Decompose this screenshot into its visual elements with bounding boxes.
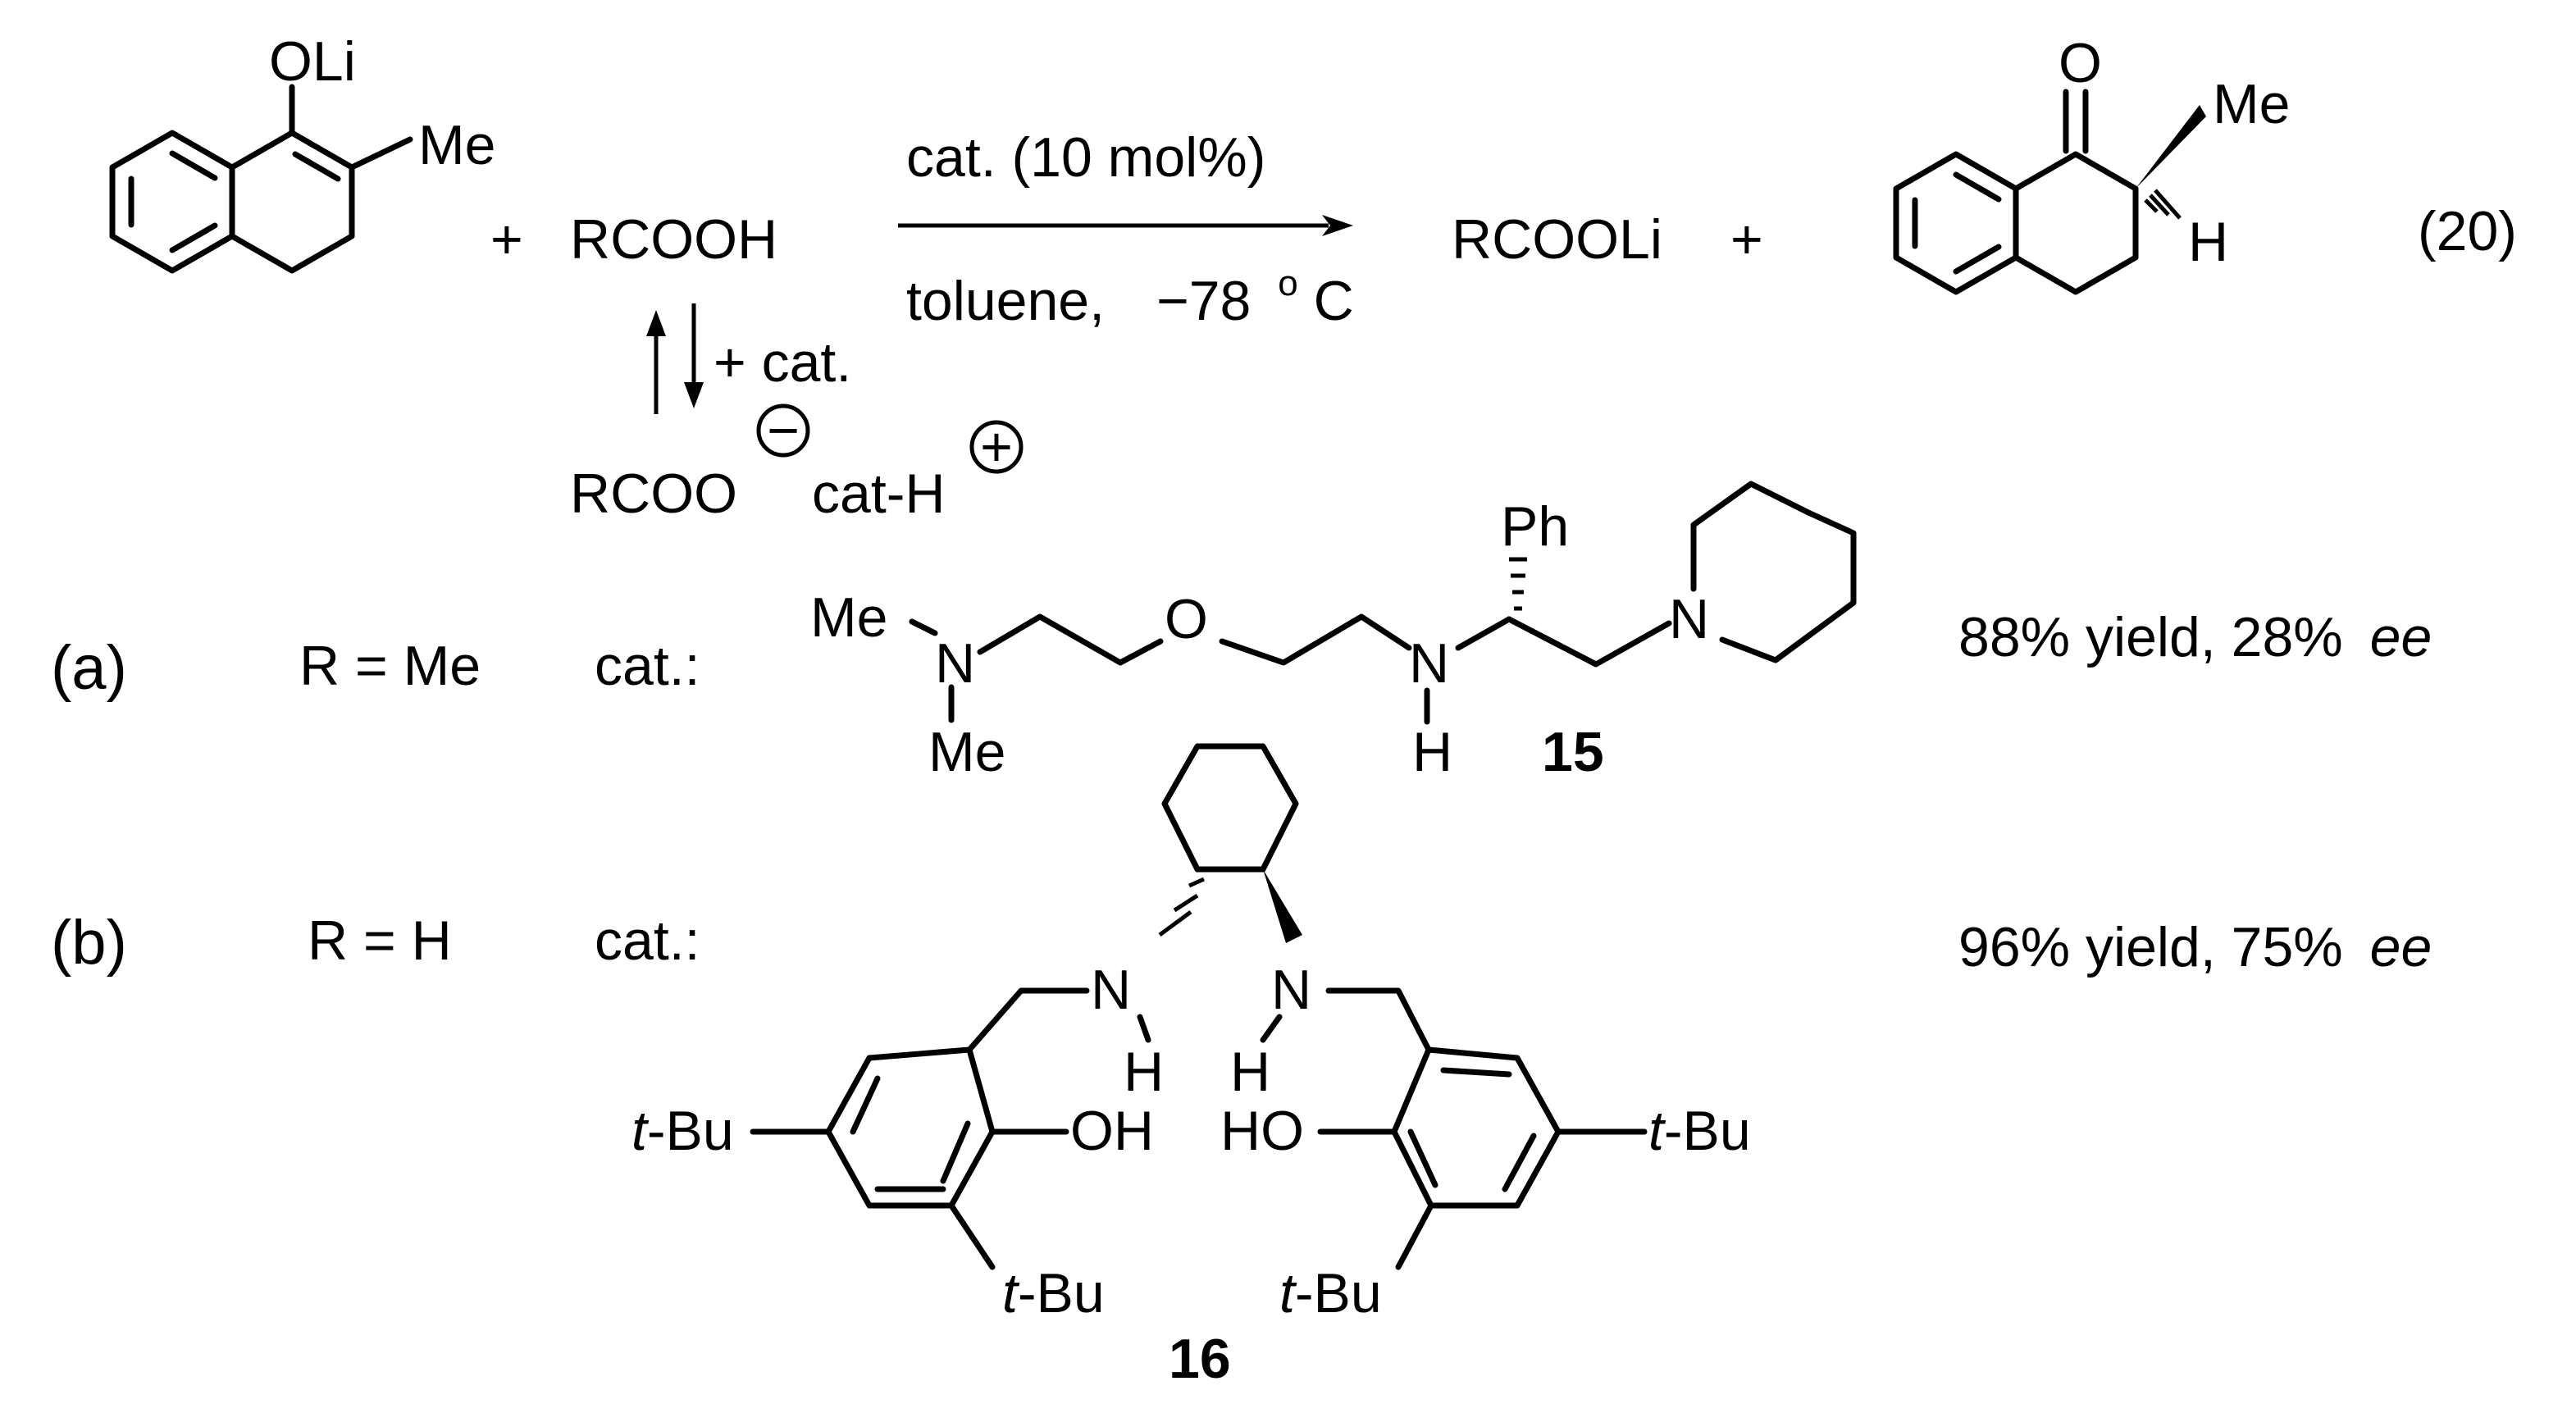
ion-pair-cation: cat-H: [812, 463, 945, 525]
acid-label: RCOOH: [570, 208, 777, 271]
plus-sign-1: +: [490, 208, 523, 271]
product-me-label: Me: [2213, 73, 2290, 135]
product-carbonyl-o: O: [2059, 32, 2102, 94]
substrate-lithium-enolate: OLi Me: [109, 30, 495, 274]
entry-a: (a) R = Me cat.: 88% yield, 28% ee Me N …: [51, 481, 2432, 783]
cat16-n-left: N: [1091, 959, 1131, 1021]
equation-number: (20): [2418, 200, 2517, 262]
product-h-label: H: [2188, 211, 2228, 273]
cat15-n-piperidine: N: [1669, 588, 1709, 650]
cat16-n-right: N: [1271, 959, 1311, 1021]
catalyst-16-number: 16: [1169, 1328, 1231, 1390]
equilibrium-arrows: [646, 303, 704, 414]
cat16-tbu-right-ortho: t-Bu: [1279, 1262, 1382, 1324]
minus-charge: −: [767, 399, 800, 462]
cat16-ho-right: HO: [1220, 1100, 1304, 1162]
reaction-arrow: [898, 215, 1353, 236]
cat16-h-left: H: [1124, 1041, 1164, 1103]
plus-charge: +: [980, 416, 1013, 478]
entry-a-label: (a): [51, 633, 127, 703]
cat15-ether-o: O: [1165, 588, 1208, 650]
cat16-tbu-right-para: t-Bu: [1648, 1100, 1751, 1162]
product-tetralone: O Me H: [1893, 32, 2290, 295]
entry-a-cat-label: cat.:: [595, 635, 700, 697]
catalyst-15-number: 15: [1542, 721, 1604, 783]
cat15-ph-label: Ph: [1501, 495, 1569, 558]
entry-b-label: (b): [51, 908, 127, 978]
cat15-nh-h: H: [1412, 721, 1452, 783]
equilibrium-label: + cat.: [714, 331, 851, 394]
cat15-n-secondary: N: [1409, 632, 1449, 695]
plus-sign-2: +: [1730, 208, 1763, 271]
cat16-h-right: H: [1230, 1041, 1270, 1103]
conditions-catalyst-loading: cat. (10 mol%): [906, 126, 1265, 189]
ion-pair: RCOO − cat-H +: [570, 399, 1024, 525]
cat15-n-amine: N: [935, 632, 975, 695]
entry-b: (b) R = H cat.: 96% yield, 75% ee N H N …: [51, 743, 2432, 1390]
cat16-tbu-left-para: t-Bu: [631, 1100, 734, 1162]
entry-b-cat-label: cat.:: [595, 909, 700, 972]
catalyst-15-structure: Me N Me O N H Ph N 15: [810, 481, 1857, 783]
cat16-oh-left: OH: [1070, 1100, 1154, 1162]
cat15-me-top: Me: [810, 586, 887, 649]
entry-a-r-group: R = Me: [299, 635, 481, 697]
conditions-solvent-temperature: toluene, −78 o C: [906, 245, 1354, 332]
catalyst-16-structure: N H N H OH t-Bu t-Bu: [631, 743, 1751, 1390]
entry-b-r-group: R = H: [308, 909, 452, 972]
cat16-tbu-left-ortho: t-Bu: [1002, 1262, 1105, 1324]
ion-pair-anion: RCOO: [570, 463, 737, 525]
substrate-oli-label: OLi: [269, 30, 356, 93]
entry-a-result: 88% yield, 28% ee: [1958, 606, 2432, 668]
entry-b-result: 96% yield, 75% ee: [1958, 916, 2432, 978]
substrate-me-label: Me: [418, 114, 495, 176]
salt-label: RCOOLi: [1452, 208, 1662, 271]
cat15-me-bottom: Me: [928, 721, 1005, 783]
